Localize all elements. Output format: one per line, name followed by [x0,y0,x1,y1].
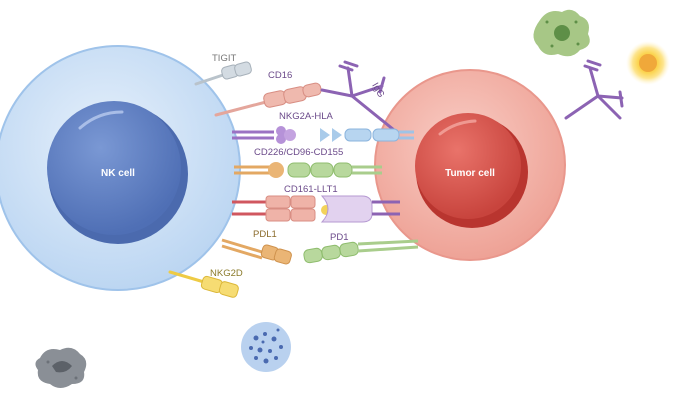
cd16-label: CD16 [268,70,292,81]
nkg2a-hla-pair [232,126,414,144]
free-antibody [564,59,624,120]
blue-cell-icon [241,322,291,372]
nkg2d-receptor [168,270,239,298]
cd161-label: CD161-LLT1 [284,184,338,195]
gray-cell-icon [35,347,87,388]
tigit-label: TIGIT [212,53,236,64]
tumor-cell-label: Tumor cell [445,168,495,179]
nkg2d-label: NKG2D [210,268,243,279]
pdl1-ligand [221,238,292,265]
tigit-receptor [194,61,252,86]
cd226-cd155-pair [234,162,382,178]
pd1-receptor [303,239,419,264]
nkg2a-hla-label: NKG2A-HLA [279,111,334,122]
cd16-receptor [214,82,322,117]
pdl1-label: PDL1 [253,229,277,240]
cd161-llt1-pair [232,195,400,223]
pd1-label: PD1 [330,232,348,243]
nk-cell [0,45,241,291]
igg-antibody [320,60,396,132]
cd226-label: CD226/CD96-CD155 [254,147,343,158]
green-cell-icon [533,9,590,57]
nk-cell-label: NK cell [101,168,135,179]
sun-particle-icon [626,41,670,85]
tumor-cell [374,69,566,261]
